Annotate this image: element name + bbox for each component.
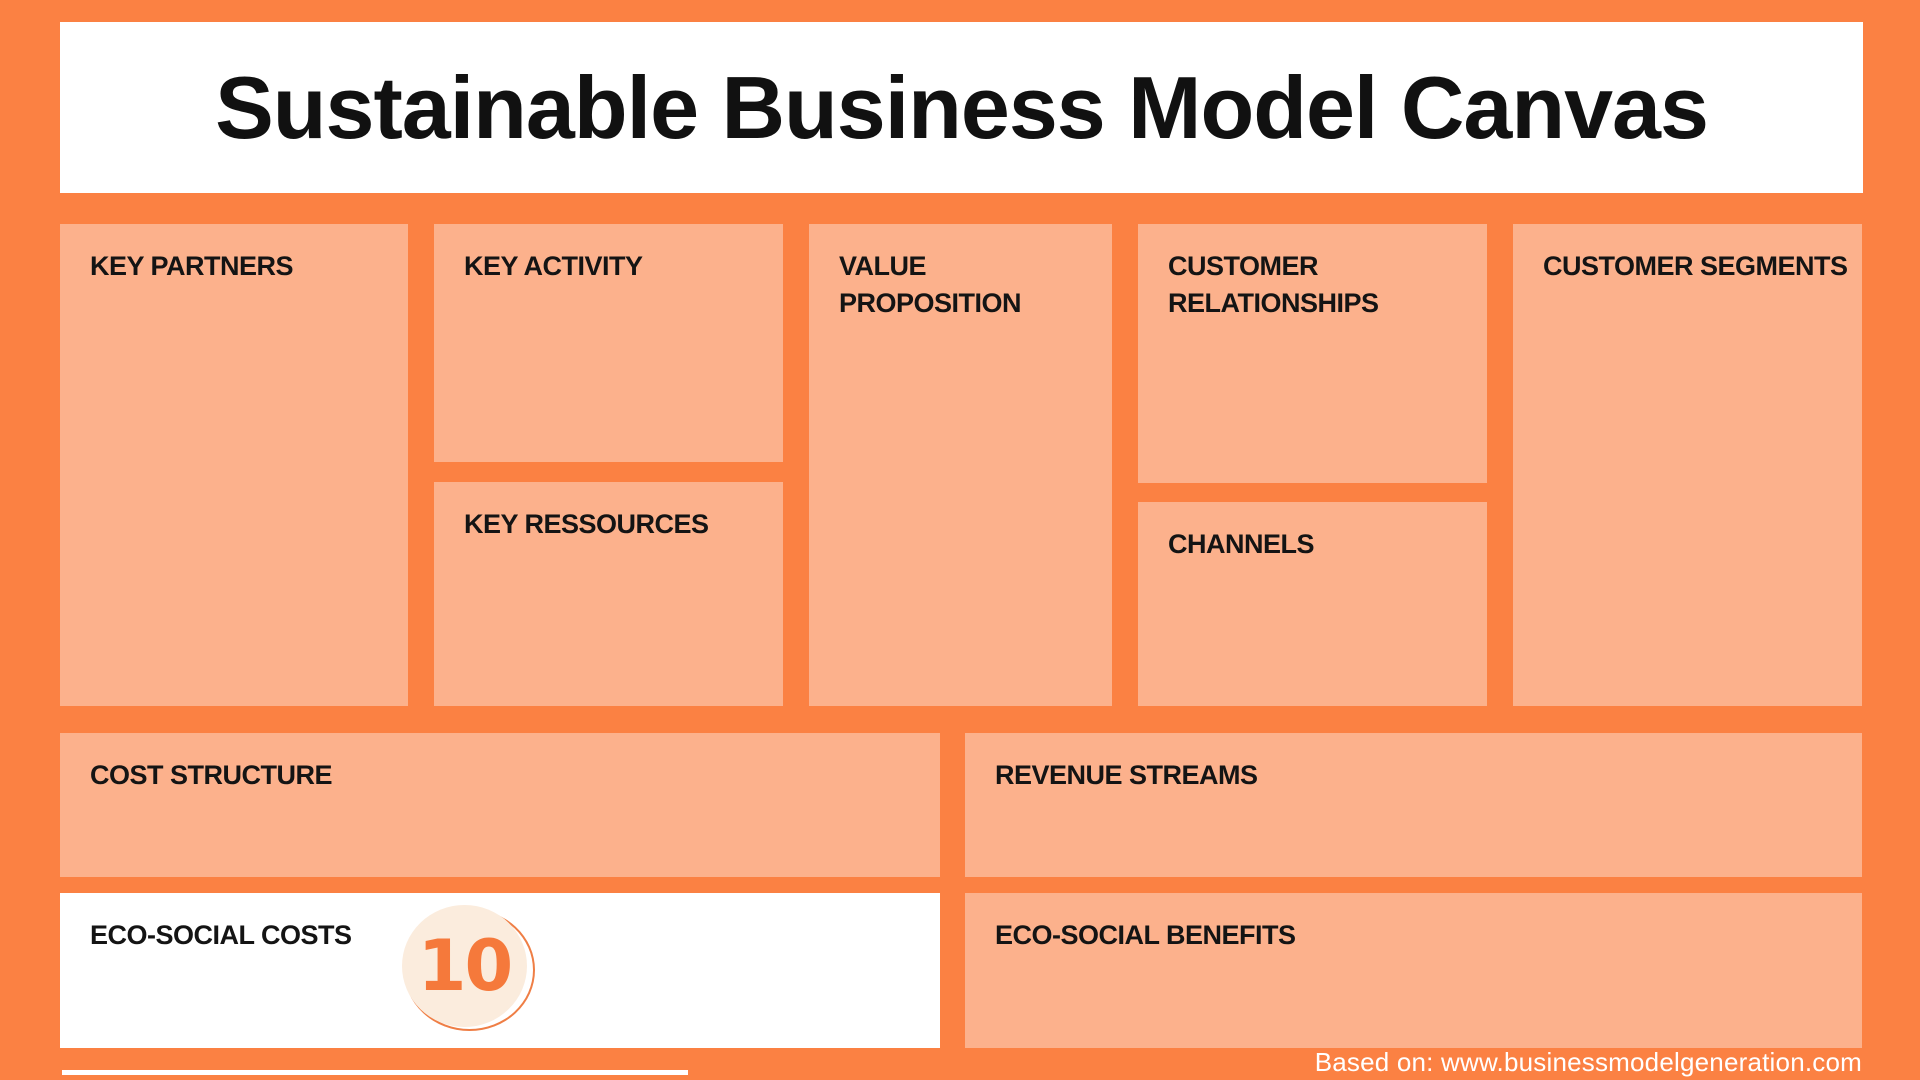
section-eco-social-benefits: ECO-SOCIAL BENEFITS <box>965 893 1862 1048</box>
section-customer-relationships-label: CUSTOMER RELATIONSHIPS <box>1168 251 1379 319</box>
section-key-partners: KEY PARTNERS <box>60 224 408 706</box>
section-customer-segments: CUSTOMER SEGMENTS <box>1513 224 1862 706</box>
section-key-activity-label: KEY ACTIVITY <box>464 251 643 281</box>
section-revenue-streams-label: REVENUE STREAMS <box>995 760 1258 790</box>
section-key-ressources: KEY RESSOURCES <box>434 482 783 706</box>
page-number: 10 <box>417 925 513 1007</box>
section-customer-relationships: CUSTOMER RELATIONSHIPS <box>1138 224 1487 483</box>
section-key-partners-label: KEY PARTNERS <box>90 251 294 281</box>
section-customer-segments-label: CUSTOMER SEGMENTS <box>1543 251 1848 281</box>
bottom-underline <box>62 1070 688 1075</box>
page-number-badge: 10 <box>402 905 527 1027</box>
section-value-proposition: VALUE PROPOSITION <box>809 224 1112 706</box>
section-channels-label: CHANNELS <box>1168 529 1315 559</box>
section-revenue-streams: REVENUE STREAMS <box>965 733 1862 877</box>
section-key-ressources-label: KEY RESSOURCES <box>464 509 709 539</box>
section-eco-social-benefits-label: ECO-SOCIAL BENEFITS <box>995 920 1296 950</box>
title-bar: Sustainable Business Model Canvas <box>60 22 1863 193</box>
section-eco-social-costs: ECO-SOCIAL COSTS 10 <box>60 893 940 1048</box>
section-channels: CHANNELS <box>1138 502 1487 706</box>
section-eco-social-costs-label: ECO-SOCIAL COSTS <box>90 920 352 950</box>
attribution-text: Based on: www.businessmodelgeneration.co… <box>1314 1047 1862 1077</box>
section-key-activity: KEY ACTIVITY <box>434 224 783 462</box>
section-value-proposition-label: VALUE PROPOSITION <box>839 251 1022 319</box>
page-title: Sustainable Business Model Canvas <box>215 57 1709 157</box>
section-cost-structure-label: COST STRUCTURE <box>90 760 333 790</box>
section-cost-structure: COST STRUCTURE <box>60 733 940 877</box>
